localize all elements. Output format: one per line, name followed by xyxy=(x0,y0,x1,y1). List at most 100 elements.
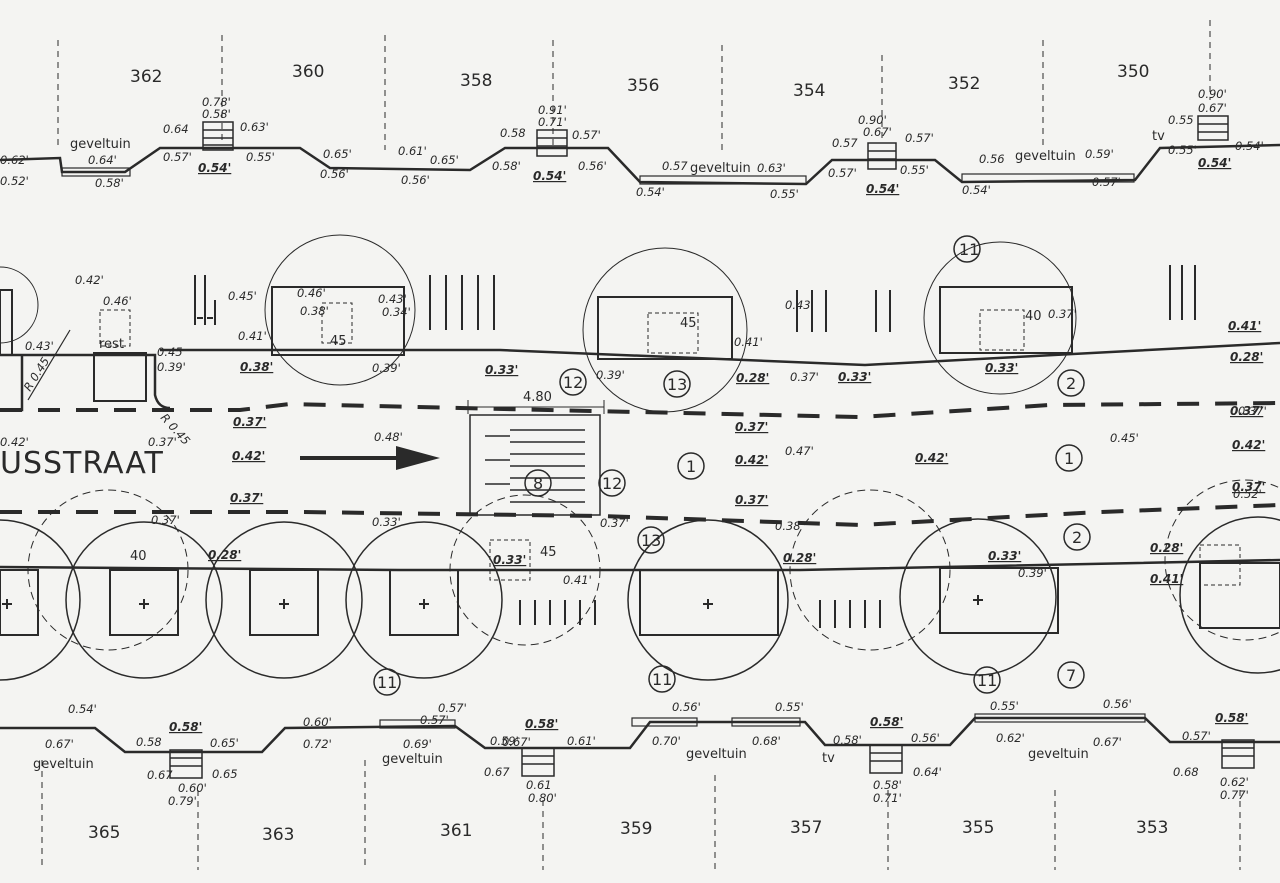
curb-line-upper xyxy=(0,341,1280,412)
front-gardens-top xyxy=(61,167,1135,185)
level-annotation: 0.57' xyxy=(420,713,449,727)
level-annotation-main: 0.37' xyxy=(233,415,266,429)
level-annotation: 0.37' xyxy=(600,516,629,530)
level-annotation: 0.57' xyxy=(572,128,601,142)
callout-marker: 8 xyxy=(524,469,552,497)
level-annotation: 0.41' xyxy=(734,335,763,349)
callout-marker: 1 xyxy=(677,452,705,480)
levels-bottom: 0.54' 0.67' 0.57' 0.67' 0.60' 0.72' 0.57… xyxy=(45,697,1249,808)
level-annotation-main: 0.58' xyxy=(870,715,903,729)
house-number: 353 xyxy=(1136,818,1168,838)
level-annotation: 0.37' xyxy=(148,435,177,449)
level-annotation: 0.42' xyxy=(75,273,104,287)
stairs-bottom xyxy=(169,739,1255,779)
level-annotation: 0.41' xyxy=(563,573,592,587)
level-annotation-main: 0.54' xyxy=(1198,156,1231,170)
level-annotation: 0.68 xyxy=(1173,765,1199,779)
level-annotation: 0.43' xyxy=(25,339,54,353)
callout-marker: 13 xyxy=(637,526,665,554)
level-annotation-main: 0.38' xyxy=(240,360,273,374)
front-garden-label: geveltuin xyxy=(33,757,94,772)
level-annotation: 0.65' xyxy=(430,153,459,167)
tv-label: tv xyxy=(1152,129,1165,144)
level-annotation: 0.39' xyxy=(372,361,401,375)
level-annotation: 0.58' xyxy=(873,778,902,792)
street-name: USSTRAAT xyxy=(0,446,164,481)
level-annotation: 0.58' xyxy=(202,107,231,121)
level-annotation-main: 0.37' xyxy=(1232,480,1265,494)
front-garden-label: geveltuin xyxy=(686,747,747,762)
callout-marker: 13 xyxy=(663,370,691,398)
level-annotation: 0.56 xyxy=(979,152,1005,166)
level-annotation: 0.58' xyxy=(492,159,521,173)
level-annotation: 0.33' xyxy=(372,515,401,529)
callout-marker: 2 xyxy=(1063,523,1091,551)
level-annotation: 0.58 xyxy=(136,735,162,749)
callouts: 11 12 13 2 1 8 12 1 13 2 11 11 11 7 xyxy=(373,235,1091,696)
pit-size: 45 xyxy=(330,334,347,349)
house-number: 360 xyxy=(292,62,324,82)
level-annotation: 0.37' xyxy=(1238,404,1267,418)
level-annotation: 0.37' xyxy=(790,370,819,384)
rest-label: rest xyxy=(99,337,124,352)
house-number: 363 xyxy=(262,825,294,845)
level-annotation: 0.57 xyxy=(832,136,858,150)
level-annotation: 0.57' xyxy=(828,166,857,180)
front-garden-label: geveltuin xyxy=(382,752,443,767)
level-annotation: 0.90' xyxy=(858,113,887,127)
level-annotation-main: 0.37' xyxy=(230,491,263,505)
level-annotation: 0.41' xyxy=(238,329,267,343)
front-garden-label: geveltuin xyxy=(70,137,131,152)
pit-size: 45 xyxy=(540,545,557,560)
kerb-radius-line xyxy=(27,329,71,401)
svg-text:1: 1 xyxy=(686,457,696,476)
house-number: 365 xyxy=(88,823,120,843)
parking-boxes-lower xyxy=(0,562,1280,636)
callout-marker: 11 xyxy=(973,666,1001,694)
level-annotation: 0.67' xyxy=(1198,101,1227,115)
level-annotation: 0.67' xyxy=(1093,735,1122,749)
level-annotation-main: 0.33' xyxy=(485,363,518,377)
callout-marker: 7 xyxy=(1057,661,1085,689)
level-annotation: 0.91' xyxy=(538,103,567,117)
level-annotation-main: 0.42' xyxy=(915,451,948,465)
level-annotation: 0.43' xyxy=(378,292,407,306)
level-annotation: 0.60' xyxy=(303,715,332,729)
level-annotation-main: 0.42' xyxy=(232,449,265,463)
level-annotation: 0.62' xyxy=(996,731,1025,745)
svg-text:1: 1 xyxy=(1064,449,1074,468)
level-annotation: 0.45 xyxy=(157,345,183,359)
level-annotation: 0.54' xyxy=(1235,139,1264,153)
front-garden-label: geveltuin xyxy=(1015,149,1076,164)
callout-marker: 11 xyxy=(953,235,981,263)
tv-label: tv xyxy=(822,751,835,766)
level-annotation: 0.71' xyxy=(873,791,902,805)
level-annotation: 0.56' xyxy=(578,159,607,173)
front-gardens-bottom xyxy=(379,713,1146,729)
level-annotation: 0.64' xyxy=(88,153,117,167)
level-annotation-main: 0.28' xyxy=(736,371,769,385)
level-annotation-main: 0.58' xyxy=(1215,711,1248,725)
pit-size: 45 xyxy=(680,316,697,331)
parking-boxes xyxy=(0,286,1073,402)
level-annotation: 0.61' xyxy=(398,144,427,158)
front-garden-label: geveltuin xyxy=(1028,747,1089,762)
callout-marker: 2 xyxy=(1057,369,1085,397)
level-annotation: 0.59' xyxy=(1085,147,1114,161)
level-annotation: 0.72' xyxy=(303,737,332,751)
house-number: 355 xyxy=(962,818,994,838)
level-annotation: 0.56' xyxy=(672,700,701,714)
level-annotation: 0.67 xyxy=(147,768,173,782)
level-annotation: 0.57' xyxy=(1182,729,1211,743)
level-annotation: 0.55' xyxy=(1168,143,1197,157)
level-annotation: 0.64 xyxy=(163,122,189,136)
svg-text:12: 12 xyxy=(563,373,583,392)
level-annotation: 0.70' xyxy=(652,734,681,748)
house-number: 356 xyxy=(627,76,659,96)
svg-text:11: 11 xyxy=(652,670,672,689)
level-annotation: 0.57' xyxy=(438,701,467,715)
callout-marker: 1 xyxy=(1055,444,1083,472)
level-annotation: 0.55' xyxy=(775,700,804,714)
svg-text:11: 11 xyxy=(959,240,979,259)
